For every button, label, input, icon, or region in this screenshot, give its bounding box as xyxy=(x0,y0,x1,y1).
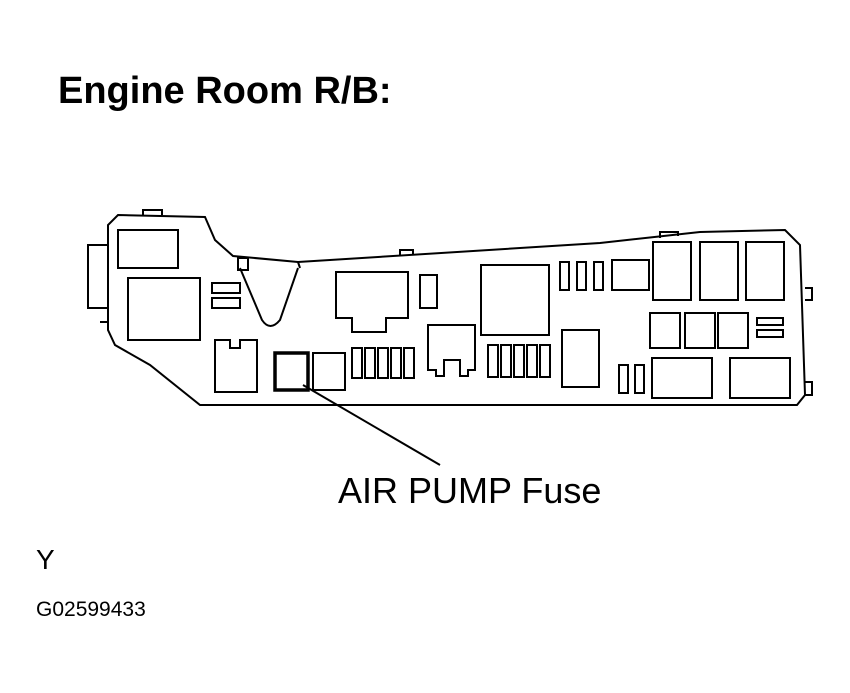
mini-fuse xyxy=(377,347,389,379)
left-mounting-tab xyxy=(87,244,108,309)
mini-fuse xyxy=(237,257,249,271)
mini-fuse xyxy=(403,347,415,379)
relay-center-right xyxy=(480,264,550,336)
relay-tall xyxy=(561,329,600,388)
mini-fuse xyxy=(756,317,784,326)
connector-left xyxy=(214,339,258,393)
relay-right xyxy=(745,241,785,301)
mini-fuse xyxy=(513,344,525,378)
relay-top-left xyxy=(117,229,179,269)
mini-fuse xyxy=(526,344,538,378)
top-tab-left xyxy=(142,209,163,215)
mini-fuse xyxy=(539,344,551,378)
top-tab-right xyxy=(659,231,679,238)
mini-fuse xyxy=(419,274,438,309)
relay-bottom-right xyxy=(729,357,791,399)
mini-fuse xyxy=(559,261,570,291)
relay-bottom-right xyxy=(651,357,713,399)
relay-right xyxy=(652,241,692,301)
mini-fuse xyxy=(351,347,363,379)
right-pin-lower xyxy=(805,381,813,396)
code-letter: Y xyxy=(36,544,55,575)
fuse-block xyxy=(717,312,749,349)
mini-fuse xyxy=(500,344,512,378)
connector-center xyxy=(427,324,476,377)
mini-fuse xyxy=(593,261,604,291)
air-pump-fuse-label: AIR PUMP Fuse xyxy=(338,470,602,511)
mini-fuse xyxy=(211,297,241,309)
mini-fuse xyxy=(390,347,402,379)
relay-small xyxy=(611,259,650,291)
relay-center xyxy=(335,271,409,333)
mini-fuse xyxy=(487,344,499,378)
mini-fuse xyxy=(211,282,241,294)
mini-fuse xyxy=(364,347,376,379)
fuse-block xyxy=(649,312,681,349)
relay-large-left xyxy=(127,277,201,341)
air-pump-fuse[interactable] xyxy=(273,351,310,392)
fuse-block xyxy=(684,312,716,349)
top-tab-mid xyxy=(399,249,414,255)
mini-fuse xyxy=(618,364,629,394)
housing-notch xyxy=(239,267,299,327)
diagram-title: Engine Room R/B: xyxy=(58,70,392,112)
relay-right xyxy=(699,241,739,301)
callout-leader-line xyxy=(302,384,441,466)
fuse-adjacent xyxy=(312,352,346,391)
relay-block-housing xyxy=(107,213,807,406)
figure-id: G02599433 xyxy=(36,598,146,621)
mini-fuse xyxy=(634,364,645,394)
mini-fuse xyxy=(756,329,784,338)
mini-fuse xyxy=(576,261,587,291)
right-pin-upper xyxy=(805,287,813,301)
